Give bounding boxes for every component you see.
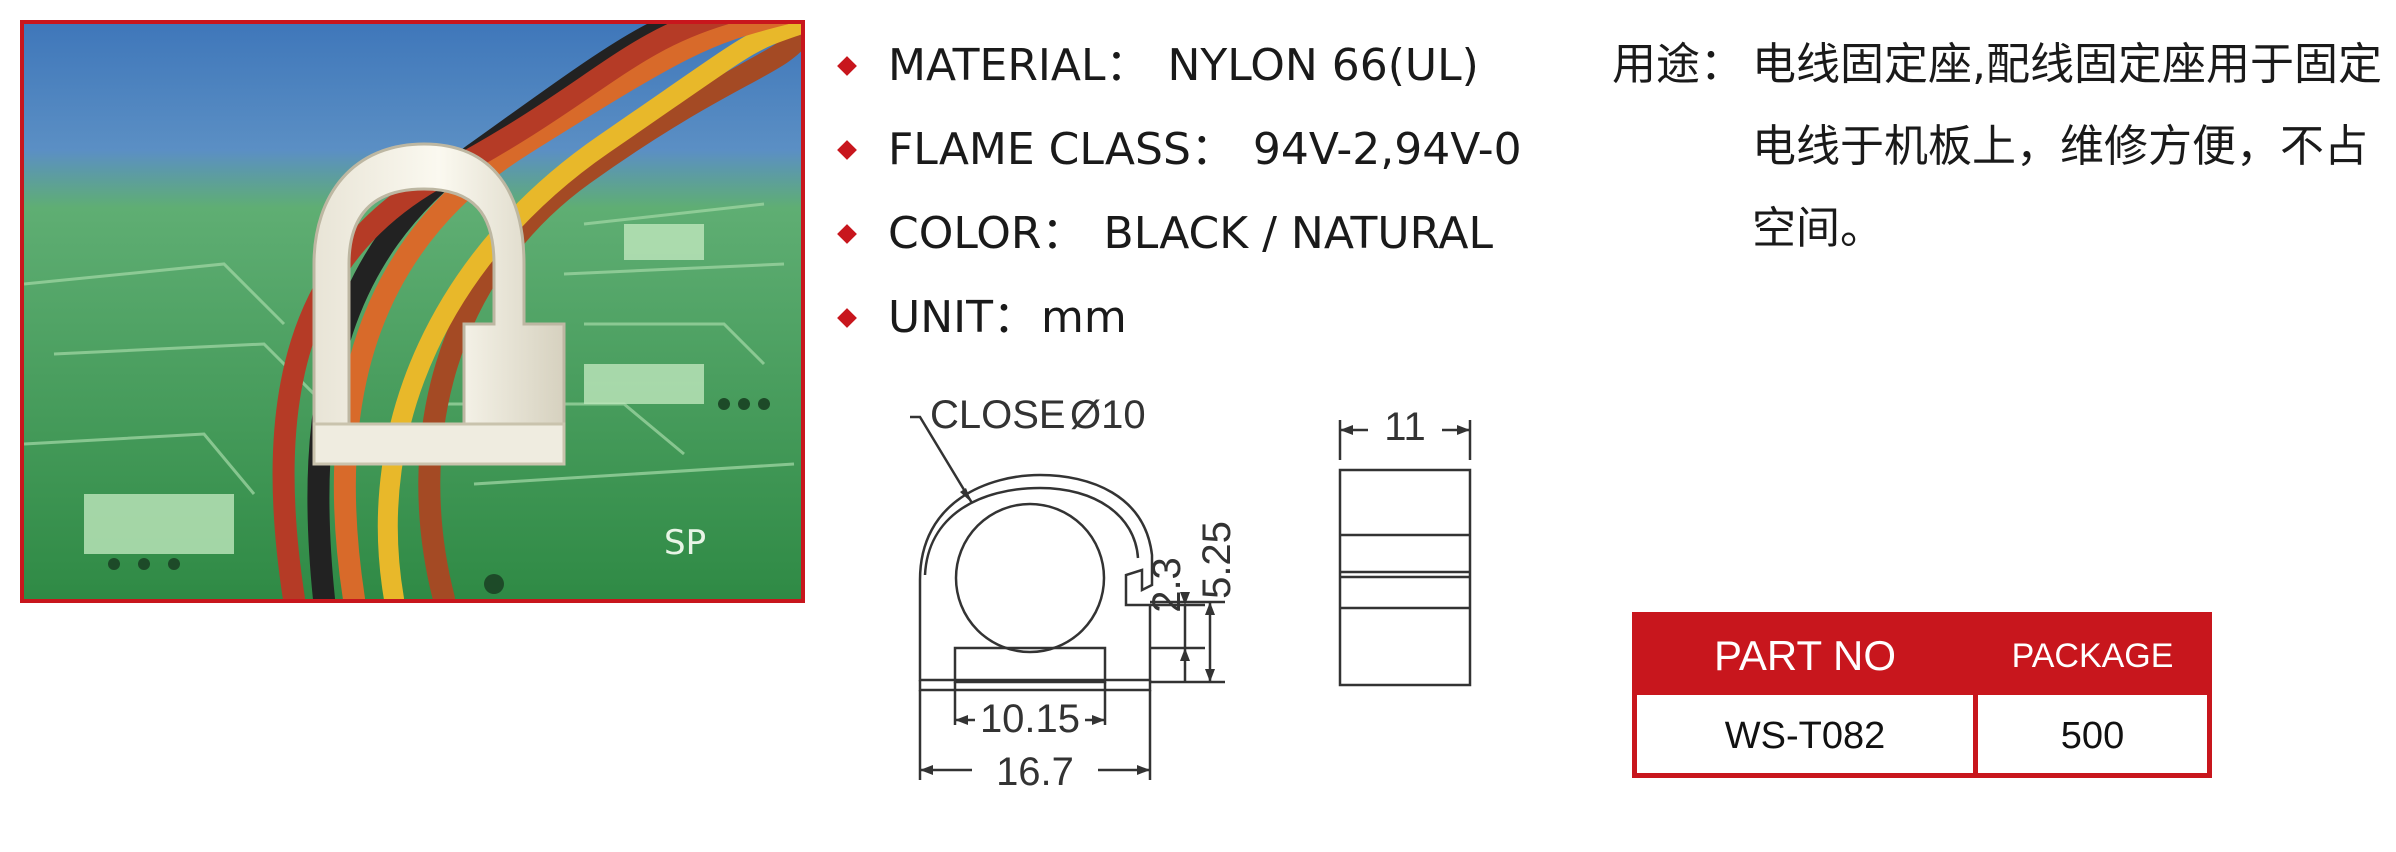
spec-label: MATERIAL：	[888, 40, 1150, 91]
spec-flame-class: FLAME CLASS： 94V-2,94V-0	[834, 108, 1522, 192]
product-photo: SP	[20, 20, 805, 603]
part-table: PART NO PACKAGE WS-T082 500	[1632, 612, 2212, 778]
spec-list: MATERIAL： NYLON 66(UL) FLAME CLASS： 94V-…	[834, 24, 1522, 360]
cell-package: 500	[1973, 695, 2210, 776]
spec-label: UNIT：	[888, 292, 1037, 343]
table-header-row: PART NO PACKAGE	[1634, 614, 2210, 697]
outer-length-dimension: 16.7	[996, 750, 1074, 794]
height-dimension-large: 5.25	[1195, 521, 1239, 599]
cell-part-no: WS-T082	[1634, 695, 1976, 776]
diamond-bullet-icon	[837, 308, 857, 328]
diamond-bullet-icon	[837, 224, 857, 244]
spec-value: mm	[1040, 292, 1127, 343]
spec-value: BLACK / NATURAL	[1103, 208, 1494, 259]
spec-unit: UNIT： mm	[834, 276, 1522, 360]
inner-length-dimension: 10.15	[980, 697, 1080, 741]
spec-value: NYLON 66(UL)	[1167, 40, 1479, 91]
close-label: CLOSE	[930, 393, 1066, 437]
spec-color: COLOR： BLACK / NATURAL	[834, 192, 1522, 276]
spec-label: COLOR：	[888, 208, 1086, 259]
table-row: WS-T082 500	[1634, 695, 2210, 776]
dimension-drawing: CLOSE Ø10 11 10.15 16.7 2.3 5.25	[910, 393, 1472, 794]
header-package: PACKAGE	[1973, 614, 2210, 697]
svg-text:SP: SP	[664, 523, 706, 563]
technical-drawing: CLOSE Ø10 11 10.15 16.7 2.3 5.25	[880, 380, 1500, 800]
header-part-no: PART NO	[1634, 614, 1976, 697]
usage-text: 电线固定座,配线固定座用于固定电线于机板上，维修方便，不占空间。	[1752, 39, 2382, 254]
close-diameter: Ø10	[1070, 393, 1146, 437]
diamond-bullet-icon	[837, 140, 857, 160]
diamond-bullet-icon	[837, 56, 857, 76]
cable-clip-photo: SP	[24, 24, 801, 599]
spec-value: 94V-2,94V-0	[1252, 124, 1522, 175]
spec-label: FLAME CLASS：	[888, 124, 1235, 175]
width-dimension: 11	[1384, 405, 1426, 449]
height-dimension-small: 2.3	[1145, 557, 1189, 613]
spec-material: MATERIAL： NYLON 66(UL)	[834, 24, 1522, 108]
usage-label: 用途：	[1612, 39, 1744, 90]
